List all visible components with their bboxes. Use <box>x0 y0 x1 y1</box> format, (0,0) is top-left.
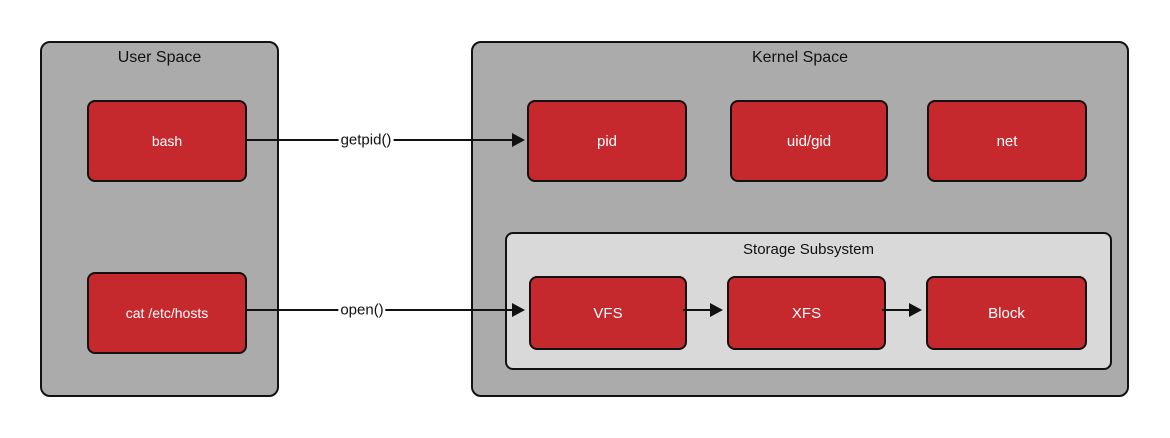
user-space-container: User Space bash cat /etc/hosts <box>40 41 279 397</box>
open-arrow-label: open() <box>338 301 386 319</box>
node-block-label: Block <box>988 304 1025 322</box>
node-cat-etc-hosts: cat /etc/hosts <box>87 272 247 354</box>
kernel-space-container: Kernel Space pid uid/gid net Storage Sub… <box>471 41 1129 397</box>
node-xfs: XFS <box>727 276 886 350</box>
node-pid-label: pid <box>596 132 618 150</box>
vfs-to-xfs-arrowhead-icon <box>710 303 723 317</box>
node-cat-etc-hosts-label: cat /etc/hosts <box>125 305 209 321</box>
open-arrowhead-icon <box>512 303 525 317</box>
node-bash: bash <box>87 100 247 182</box>
node-uid-gid-label: uid/gid <box>786 132 832 150</box>
node-pid: pid <box>527 100 687 182</box>
kernel-space-title: Kernel Space <box>751 49 849 66</box>
node-uid-gid: uid/gid <box>730 100 888 182</box>
vfs-to-xfs-arrow-line <box>683 309 711 311</box>
getpid-arrow-label: getpid() <box>338 131 394 149</box>
node-vfs: VFS <box>529 276 687 350</box>
node-block: Block <box>926 276 1087 350</box>
user-space-title: User Space <box>117 49 202 66</box>
getpid-arrowhead-icon <box>512 133 525 147</box>
node-bash-label: bash <box>151 133 183 149</box>
node-xfs-label: XFS <box>791 304 822 322</box>
node-vfs-label: VFS <box>593 304 623 322</box>
node-net: net <box>927 100 1087 182</box>
xfs-to-block-arrow-line <box>882 309 910 311</box>
xfs-to-block-arrowhead-icon <box>909 303 922 317</box>
node-net-label: net <box>996 132 1018 150</box>
storage-subsystem-container: Storage Subsystem VFS XFS Block <box>505 232 1112 370</box>
storage-subsystem-title: Storage Subsystem <box>743 241 874 258</box>
